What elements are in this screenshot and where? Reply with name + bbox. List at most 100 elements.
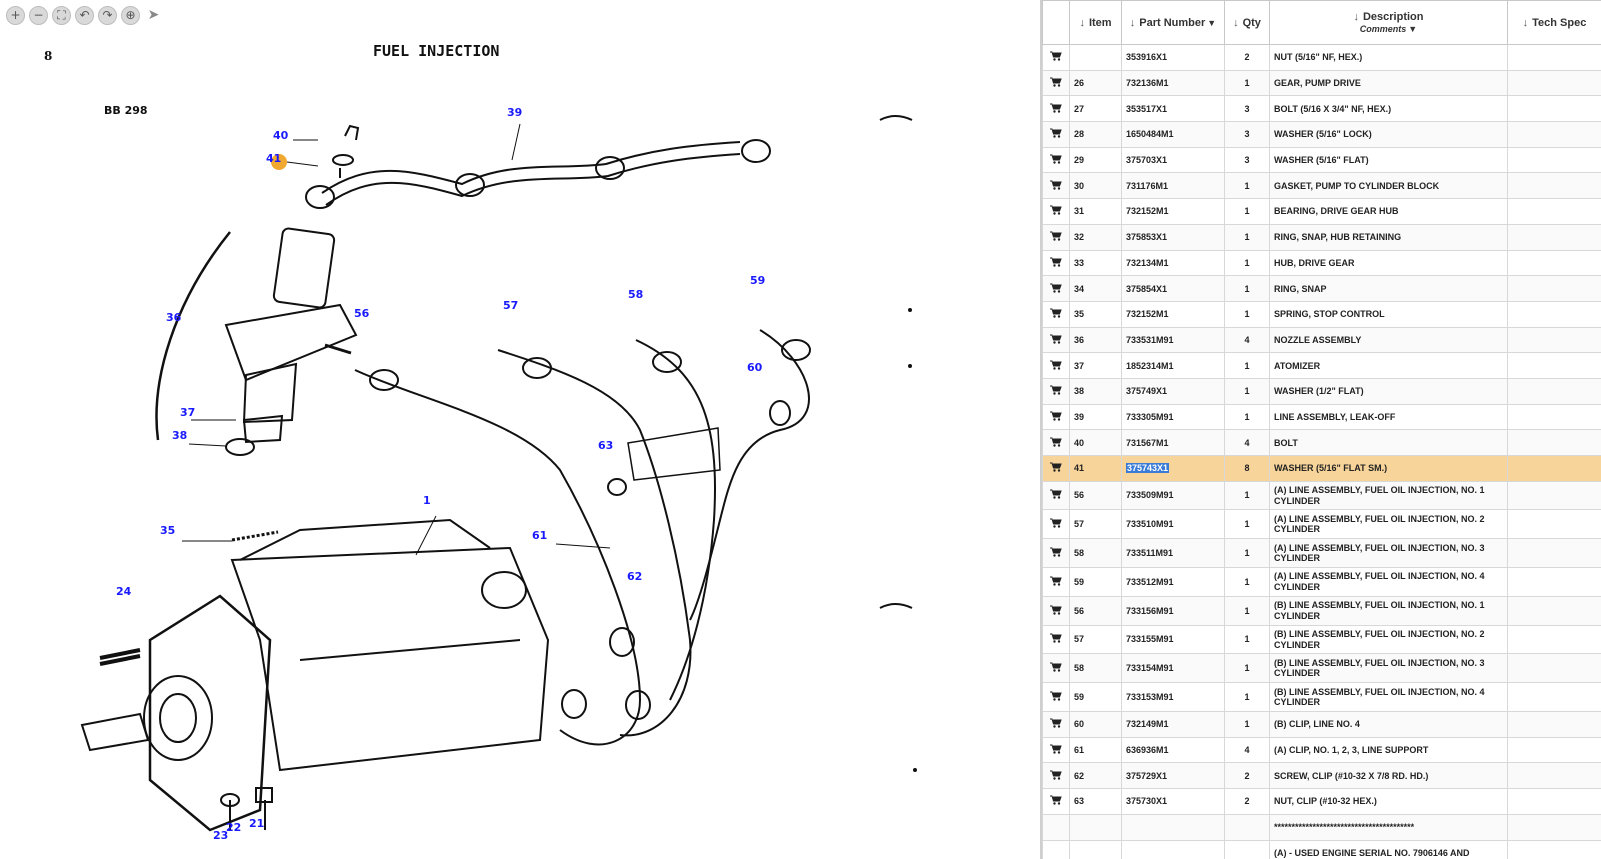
part-number-text[interactable]: 733512M91 — [1126, 576, 1174, 587]
callout-22[interactable]: 22 — [226, 821, 241, 834]
cart-icon[interactable] — [1050, 308, 1062, 318]
part-number-text[interactable]: 733305M91 — [1126, 411, 1174, 422]
filter-icon[interactable]: ▼ — [1408, 24, 1418, 34]
part-number-text[interactable]: 1852314M1 — [1126, 360, 1174, 371]
part-number-text[interactable]: 731176M1 — [1126, 180, 1169, 191]
part-number-cell[interactable]: 375729X1 — [1121, 762, 1225, 790]
add-to-cart-cell[interactable] — [1042, 403, 1070, 431]
part-number-cell[interactable]: 375743X1 — [1121, 455, 1225, 482]
add-to-cart-cell[interactable] — [1042, 121, 1070, 148]
add-to-cart-cell[interactable] — [1042, 762, 1070, 790]
callout-56[interactable]: 56 — [354, 307, 370, 320]
add-to-cart-cell[interactable] — [1042, 198, 1070, 225]
cart-icon[interactable] — [1050, 605, 1062, 615]
add-to-cart-cell[interactable] — [1042, 69, 1070, 97]
cart-icon[interactable] — [1050, 411, 1062, 421]
cart-icon[interactable] — [1050, 718, 1062, 729]
column-header-qty[interactable]: ↓Qty — [1224, 0, 1270, 45]
callout-39[interactable]: 39 — [507, 106, 522, 119]
part-number-cell[interactable]: 733531M91 — [1121, 326, 1225, 354]
part-number-text[interactable]: 732136M1 — [1126, 78, 1169, 89]
fuel-injection-diagram[interactable]: 8 FUEL INJECTION BB 298 — [0, 0, 1040, 859]
part-number-cell[interactable]: 733511M91 — [1121, 538, 1225, 569]
callout-40[interactable]: 40 — [273, 129, 289, 142]
callout-62[interactable]: 62 — [627, 570, 642, 583]
cart-icon[interactable] — [1050, 77, 1062, 87]
add-to-cart-cell[interactable] — [1042, 326, 1070, 354]
add-to-cart-cell[interactable] — [1042, 300, 1070, 328]
add-to-cart-cell[interactable] — [1042, 480, 1070, 511]
part-number-text[interactable]: 732149M1 — [1126, 719, 1169, 730]
rotate-left-button[interactable]: ↶ — [75, 5, 94, 25]
cart-icon[interactable] — [1050, 180, 1062, 190]
add-to-cart-cell[interactable] — [1042, 595, 1070, 626]
part-number-cell[interactable]: 1650484M1 — [1121, 121, 1225, 148]
part-number-cell[interactable]: 733305M91 — [1121, 403, 1225, 431]
callout-36[interactable]: 36 — [166, 311, 182, 324]
callout-37[interactable]: 37 — [180, 406, 195, 419]
part-number-cell[interactable]: 732136M1 — [1121, 69, 1225, 97]
part-number-text[interactable]: 353916X1 — [1126, 52, 1168, 63]
part-number-text[interactable]: 731567M1 — [1126, 437, 1169, 448]
cart-icon[interactable] — [1050, 462, 1062, 473]
cart-icon[interactable] — [1050, 103, 1062, 113]
add-to-cart-cell[interactable] — [1042, 653, 1070, 684]
cart-icon[interactable] — [1050, 128, 1062, 139]
part-number-cell[interactable] — [1121, 813, 1225, 841]
part-number-cell[interactable]: 636936M1 — [1121, 736, 1225, 764]
add-to-cart-cell[interactable] — [1042, 377, 1070, 405]
cart-icon[interactable] — [1050, 51, 1062, 62]
part-number-cell[interactable]: 732152M1 — [1121, 198, 1225, 225]
add-to-cart-cell[interactable] — [1042, 249, 1070, 277]
add-to-cart-cell[interactable] — [1042, 788, 1070, 815]
part-number-text[interactable]: 375853X1 — [1126, 232, 1168, 243]
part-number-text[interactable]: 733154M91 — [1126, 663, 1174, 674]
panel-splitter[interactable] — [1040, 0, 1042, 859]
pointer-button[interactable]: ➤ — [147, 7, 160, 23]
part-number-text[interactable]: 732134M1 — [1126, 257, 1169, 268]
part-number-text[interactable]: 353517X1 — [1126, 103, 1168, 114]
part-number-text[interactable]: 375729X1 — [1126, 770, 1168, 781]
part-number-text[interactable]: 375854X1 — [1126, 283, 1168, 294]
add-to-cart-cell[interactable] — [1042, 44, 1070, 71]
add-to-cart-cell[interactable] — [1042, 538, 1070, 569]
add-to-cart-cell[interactable] — [1042, 223, 1070, 251]
part-number-cell[interactable]: 732152M1 — [1121, 300, 1225, 328]
add-to-cart-cell[interactable] — [1042, 711, 1070, 738]
part-number-text[interactable]: 732152M1 — [1126, 206, 1169, 217]
add-to-cart-cell[interactable] — [1042, 95, 1070, 123]
part-number-cell[interactable]: 353517X1 — [1121, 95, 1225, 123]
cart-icon[interactable] — [1050, 633, 1062, 644]
cart-icon[interactable] — [1050, 283, 1062, 293]
part-number-text[interactable]: 636936M1 — [1126, 745, 1169, 756]
part-number-cell[interactable]: 375703X1 — [1121, 146, 1225, 174]
part-number-cell[interactable]: 1852314M1 — [1121, 352, 1225, 379]
callout-21[interactable]: 21 — [249, 817, 264, 830]
part-number-cell[interactable]: 733153M91 — [1121, 682, 1225, 713]
part-number-text[interactable]: 733531M91 — [1126, 334, 1174, 345]
add-to-cart-cell[interactable] — [1042, 509, 1070, 540]
part-number-text[interactable]: 1650484M1 — [1126, 129, 1174, 140]
cart-icon[interactable] — [1050, 154, 1062, 164]
add-to-cart-cell[interactable] — [1042, 275, 1070, 302]
cart-icon[interactable] — [1050, 437, 1062, 447]
add-to-cart-cell[interactable] — [1042, 624, 1070, 655]
part-number-cell[interactable]: 733154M91 — [1121, 653, 1225, 684]
cart-icon[interactable] — [1050, 334, 1062, 344]
